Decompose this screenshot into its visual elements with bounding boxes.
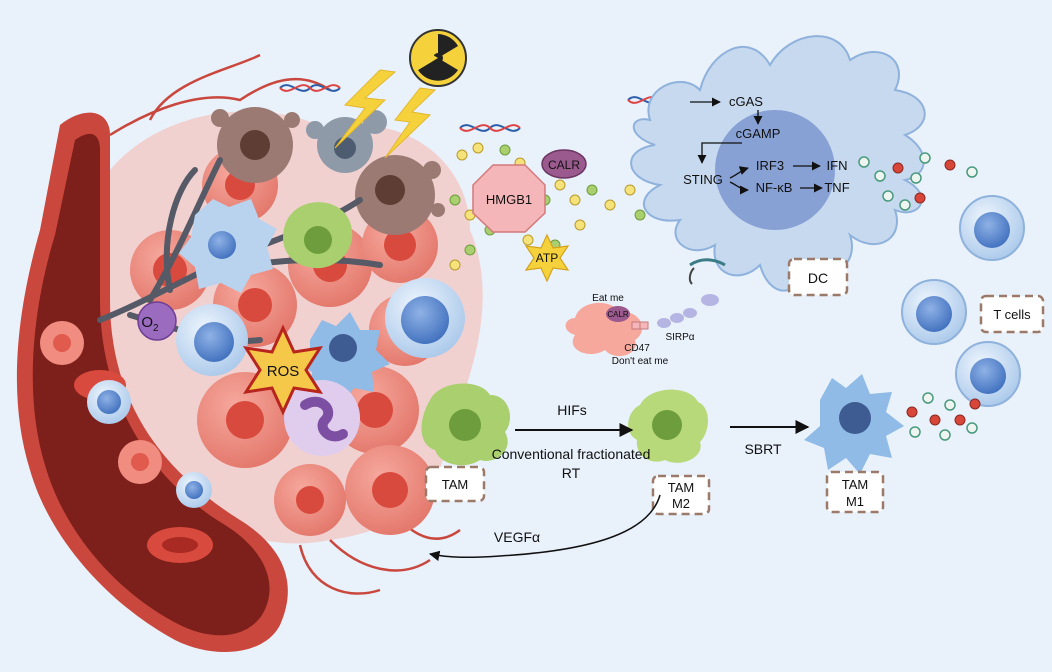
- radiation-icon: [409, 29, 467, 87]
- tam-m1-label-2: M1: [846, 494, 864, 509]
- sbrt-label: SBRT: [744, 441, 782, 457]
- calr-marker: CALR: [541, 149, 587, 179]
- atp-label: ATP: [536, 251, 558, 265]
- dc-label: DC: [808, 270, 828, 286]
- eat-me-cell: CALR: [565, 302, 649, 357]
- calr-label: CALR: [548, 158, 580, 172]
- conventional-rt-label-2: RT: [562, 465, 581, 481]
- t-cells: [901, 195, 1025, 407]
- o2-marker: O2: [137, 301, 177, 341]
- m1-cytokines: [906, 392, 981, 441]
- tam-m2-label-box: TAM M2: [651, 474, 711, 516]
- cgas-label: cGAS: [729, 94, 763, 109]
- vegfa-label: VEGFα: [494, 529, 540, 545]
- capillaries: [109, 53, 461, 595]
- dc-cytokines: [858, 152, 978, 211]
- tam-cell: [421, 383, 510, 466]
- tam-m1-label-1: TAM: [842, 477, 868, 492]
- blood-vessel: [16, 112, 288, 652]
- cd47-label: CD47: [624, 343, 650, 354]
- tam-m1-cell: [804, 374, 904, 474]
- t-cells-label-box: T cells: [979, 294, 1045, 334]
- sirp-receptor: [688, 258, 726, 285]
- dendritic-cell: [630, 35, 926, 292]
- tam-m2-label-2: M2: [672, 496, 690, 511]
- t-cells-label: T cells: [993, 307, 1031, 322]
- o2-label: O: [141, 314, 153, 331]
- ros-label: ROS: [267, 363, 300, 380]
- polarization-arrows: [428, 420, 810, 561]
- tam-m1-label-box: TAM M1: [825, 470, 885, 514]
- dont-eat-me-label: Don't eat me: [612, 356, 669, 367]
- sirpa-label: SIRPα: [665, 332, 694, 343]
- irf3-label: IRF3: [756, 158, 784, 173]
- hmgb1-label: HMGB1: [486, 192, 532, 207]
- dc-label-box: DC: [787, 257, 849, 297]
- tam-m2-label-1: TAM: [668, 480, 694, 495]
- ros-marker: ROS: [242, 324, 324, 416]
- tnf-label: TNF: [824, 180, 849, 195]
- dying-cells: [211, 107, 445, 235]
- hifs-label: HIFs: [557, 402, 587, 418]
- lightning-icon: [334, 69, 437, 159]
- sirpa-chain: [657, 294, 719, 328]
- svg-text:O2: O2: [141, 314, 159, 334]
- tam-m2-cell: [628, 389, 708, 463]
- atp-marker: ATP: [524, 233, 570, 283]
- tumor-immune-cells: [176, 199, 465, 456]
- sting-label: STING: [683, 172, 723, 187]
- calr-small-label: CALR: [607, 310, 629, 319]
- nfkb-label: NF-κB: [756, 180, 793, 195]
- conventional-rt-label-1: Conventional fractionated: [492, 446, 651, 462]
- hmgb1-marker: HMGB1: [472, 164, 546, 233]
- tam-label-box: TAM: [424, 465, 486, 503]
- cgamp-label: cGAMP: [736, 126, 781, 141]
- dc-pathway-arrows: [690, 97, 823, 195]
- o2-subscript: 2: [153, 323, 159, 334]
- tam-label: TAM: [442, 477, 468, 492]
- eat-me-label: Eat me: [592, 293, 624, 304]
- ifn-label: IFN: [827, 158, 848, 173]
